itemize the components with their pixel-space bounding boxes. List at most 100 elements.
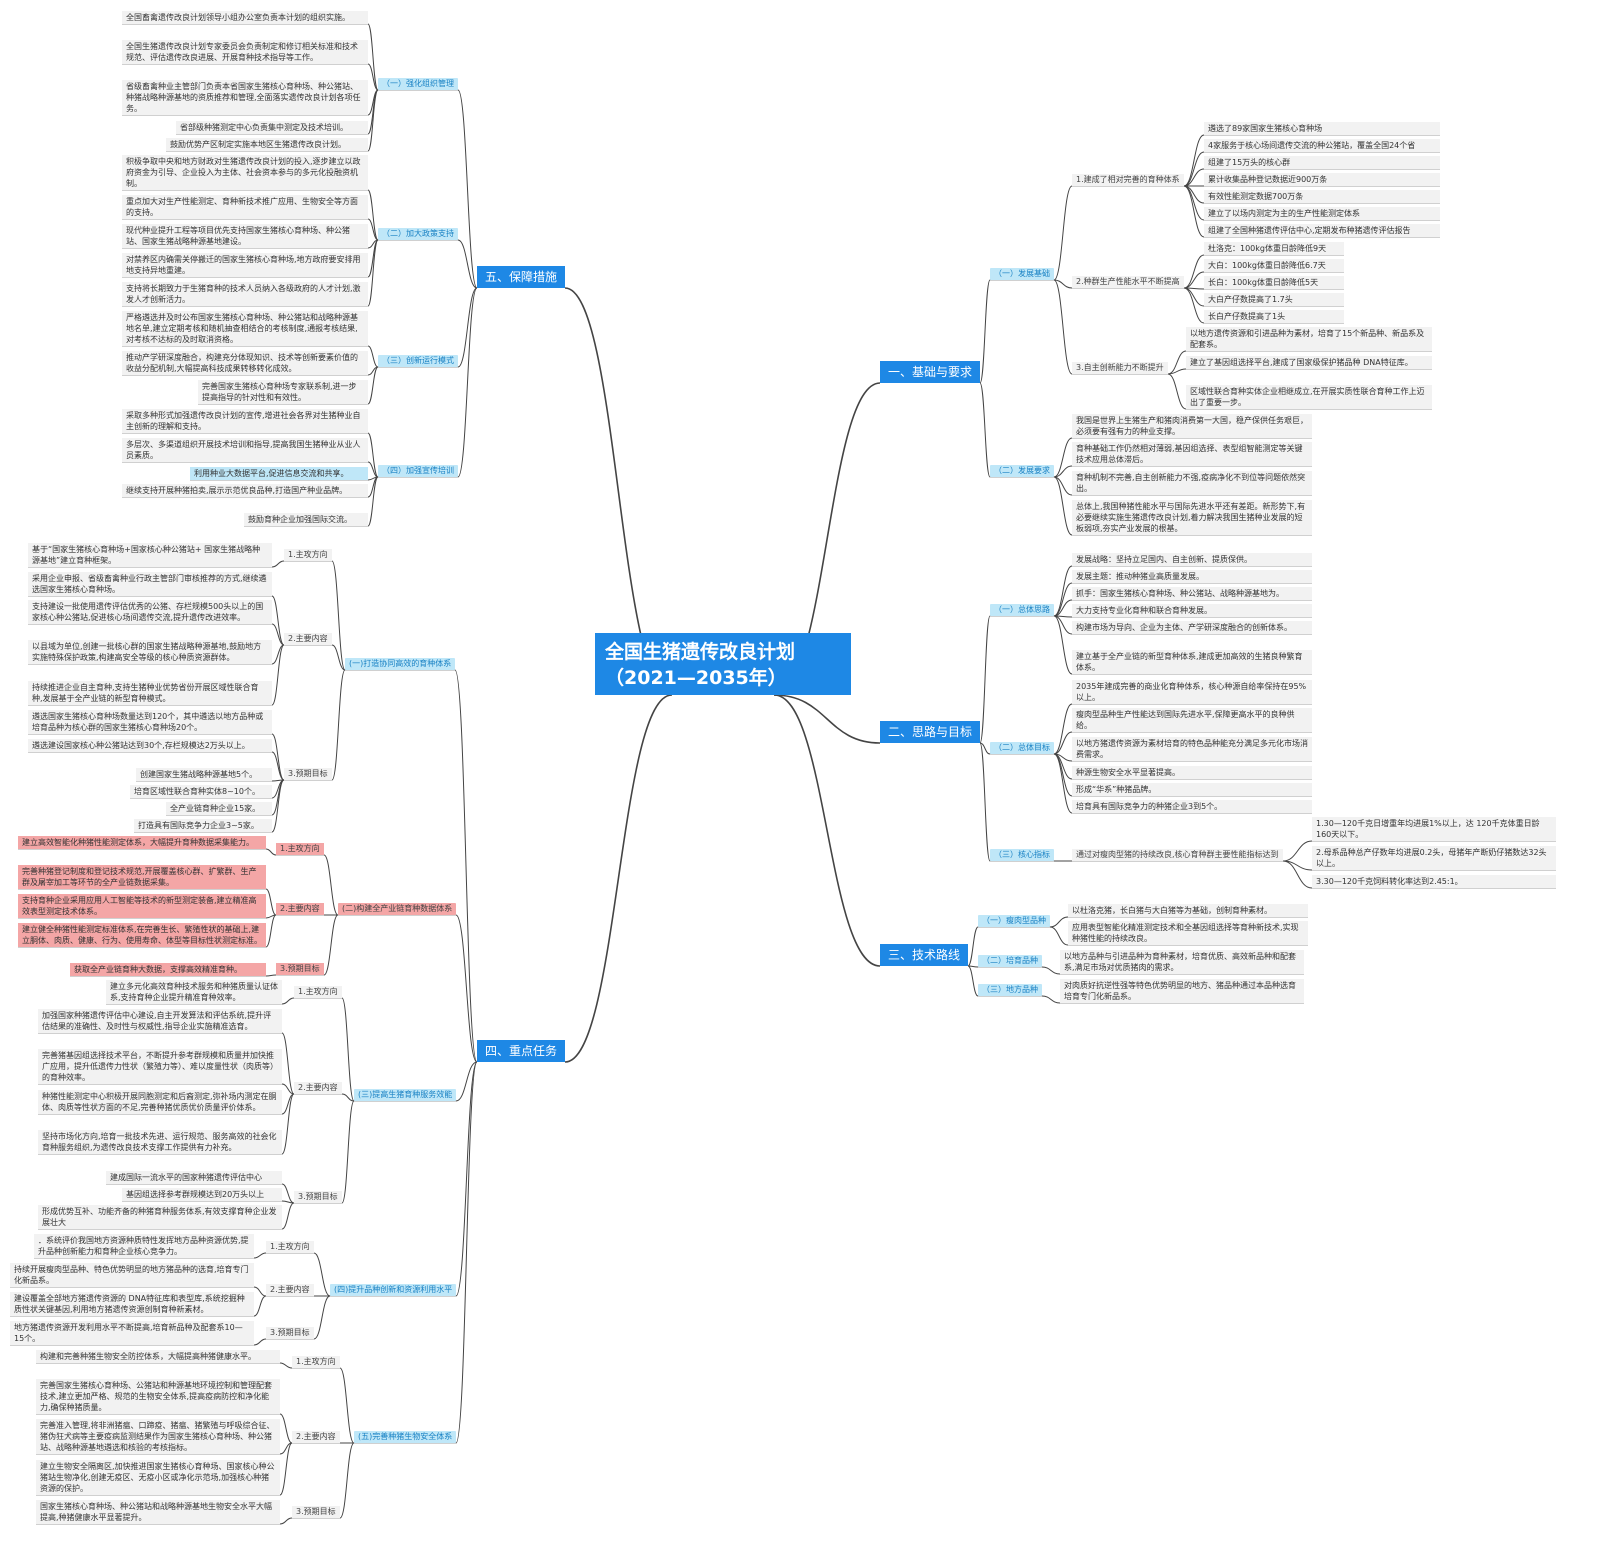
s1-c1-g1-label[interactable]: 1.建成了相对完善的育种体系	[1072, 174, 1184, 186]
connector-line	[367, 23, 379, 91]
connector-line	[454, 669, 478, 1063]
s4-c3-g1-item: 建立多元化高效育种技术服务和种猪质量认证体系,支持育种企业提升精准育种效率。	[106, 980, 282, 1004]
s1-c2-label[interactable]: （二）发展要求	[990, 465, 1054, 477]
connector-line	[279, 1517, 293, 1525]
s2-c1-label[interactable]: （一）总体思路	[990, 604, 1054, 616]
s4-c5-label[interactable]: (五)完善种猪生物安全体系	[354, 1431, 457, 1443]
section-basis[interactable]: 一、基础与要求	[880, 361, 981, 383]
s4-c3-g3-label[interactable]: 3.预期目标	[294, 1191, 342, 1203]
connector-line	[979, 279, 991, 384]
s2-c3-label[interactable]: （三）核心指标	[990, 849, 1054, 861]
s1-c1-g1-item: 组建了全国种猪遗传评估中心,定期发布种猪遗传评估报告	[1204, 224, 1440, 237]
s4-c4-g3-label[interactable]: 3.预期目标	[266, 1327, 314, 1339]
s5-c3-item: 推动产学研深度融合，构建充分体现知识、技术等创新要素价值的收益分配机制,大幅提高…	[122, 351, 368, 375]
s4-c3-g2-item: 加强国家种猪遗传评估中心建设,自主开发算法和评估系统,提升评估结果的准确性、及时…	[38, 1009, 282, 1033]
connector-line	[967, 965, 979, 968]
s4-c5-g2-item: 完善准入管理,将非洲猪瘟、口蹄疫、猪瘟、猪繁殖与呼吸综合征、猪伪狂犬病等主要疫病…	[36, 1419, 280, 1454]
connector-line	[253, 1252, 267, 1259]
s4-c5-g3-label[interactable]: 3.预期目标	[292, 1506, 340, 1518]
s5-c1-label[interactable]: （一）强化组织管理	[378, 78, 458, 90]
s5-c3-label[interactable]: （三）创新运行模式	[378, 355, 458, 367]
connector-line	[271, 751, 285, 781]
connector-line	[564, 694, 672, 1063]
s4-c2-g2-item: 完善种猪登记制度和登记技术规范,开展覆盖核心群、扩繁群、生产群及屠宰加工等环节的…	[18, 865, 266, 889]
s4-c3-label[interactable]: (三)提高生猪育种服务效能	[354, 1089, 457, 1101]
connector-line	[279, 1442, 293, 1496]
connector-line	[774, 694, 881, 744]
center-topic[interactable]: 全国生猪遗传改良计划 （2021—2035年）	[595, 633, 851, 695]
s4-c3-g2-label[interactable]: 2.主要内容	[294, 1082, 342, 1094]
connector-line	[1167, 350, 1187, 375]
s4-c1-g3-item: 全产业链育种企业15家。	[166, 802, 272, 815]
s4-c4-g2-label[interactable]: 2.主要内容	[266, 1284, 314, 1296]
connector-line	[457, 89, 478, 289]
connector-line	[281, 1202, 295, 1230]
connector-line	[1053, 615, 1073, 675]
s4-c5-g1-label[interactable]: 1.主攻方向	[292, 1356, 340, 1368]
s4-c1-label[interactable]: (一)打造协同高效的育种体系	[345, 658, 456, 670]
s4-c3-g2-item: 坚持市场化方向,培育一批技术先进、运行规范、服务高效的社会化育种服务组织,为遗传…	[38, 1130, 282, 1154]
s2-c3-item: 1.30—120千克日增重年均进展1%以上，达 120千克体重日龄 160天以下…	[1312, 817, 1556, 841]
s4-c2-g2-label[interactable]: 2.主要内容	[276, 903, 324, 915]
s4-c1-g2-label[interactable]: 2.主要内容	[284, 633, 332, 645]
connector-line	[265, 888, 277, 916]
s4-c1-g3-label[interactable]: 3.预期目标	[284, 768, 332, 780]
s4-c1-g3-item: 遴选国家生猪核心育种场数量达到120个，其中遴选以地方品种或培育品种为核心群的国…	[28, 710, 272, 734]
connector-line	[1049, 916, 1069, 928]
s1-c1-g3-item: 以地方遗传资源和引进品种为素材，培育了15个新品种、新品系及配套系。	[1186, 327, 1432, 351]
s3-c2-label[interactable]: （二）培育品种	[978, 955, 1042, 967]
connector-line	[331, 669, 346, 781]
connector-line	[1167, 373, 1187, 410]
s4-c5-g2-label[interactable]: 2.主要内容	[292, 1431, 340, 1443]
s4-c4-label[interactable]: (四)提升品种创新和资源利用水平	[330, 1284, 457, 1296]
s5-c2-item: 现代种业提升工程等项目优先支持国家生猪核心育种场、种公猪站、国家生猪战略种源基地…	[122, 224, 368, 248]
section-ideas-goals[interactable]: 二、思路与目标	[880, 721, 981, 743]
s4-c3-g1-label[interactable]: 1.主攻方向	[294, 986, 342, 998]
s2-c2-item: 培育具有国际竞争力的种猪企业3到5个。	[1072, 800, 1312, 813]
connector-line	[339, 1442, 355, 1519]
s1-c1-g2-item: 长白：100kg体重日龄降低5天	[1204, 276, 1344, 289]
s5-c2-item: 重点加大对生产性能测定、育种新技术推广应用、生物安全等方面的支持。	[122, 195, 368, 219]
s2-c1-item: 发展主题：推动种猪业高质量发展。	[1072, 570, 1312, 583]
s5-c2-label[interactable]: （二）加大政策支持	[378, 228, 458, 240]
s4-c2-g1-label[interactable]: 1.主攻方向	[276, 843, 324, 855]
s1-c1-label[interactable]: （一）发展基础	[990, 268, 1054, 280]
s2-c1-item: 大力支持专业化育种和联合育种发展。	[1072, 604, 1312, 617]
s1-c1-g1-item: 4家服务于核心场间遗传交流的种公猪站，覆盖全国24个省	[1204, 139, 1440, 152]
connector-line	[967, 965, 979, 997]
connector-line	[265, 974, 277, 977]
s2-c1-item: 构建市场为导向、企业为主体、产学研深度融合的创新体系。	[1072, 621, 1312, 634]
s2-c3-item: 3.30—120千克饲料转化率达到2.45:1。	[1312, 875, 1556, 888]
s4-c1-g3-item: 打造具有国际竞争力企业3~5家。	[134, 819, 272, 832]
s1-c1-g2-label[interactable]: 2.种群生产性能水平不断提高	[1072, 276, 1184, 288]
connector-line	[455, 1061, 478, 1102]
s2-c3-sub-label[interactable]: 通过对瘦肉型猪的持续改良,核心育种群主要性能指标达到	[1072, 849, 1283, 861]
connector-line	[271, 779, 285, 833]
s1-c1-g3-label[interactable]: 3.自主创新能力不断提升	[1072, 362, 1168, 374]
connector-line	[979, 742, 991, 862]
section-tech-route[interactable]: 三、技术路线	[880, 944, 969, 966]
s4-c2-g3-label[interactable]: 3.预期目标	[276, 963, 324, 975]
s4-c4-g1-label[interactable]: 1.主攻方向	[266, 1241, 314, 1253]
center-title-line2: （2021—2035年）	[605, 667, 787, 689]
s3-c3-label[interactable]: （三）地方品种	[978, 984, 1042, 996]
s4-c4-g3-item: 地方猪遗传资源开发利用水平不断提高,培育新品种及配套系10—15个。	[10, 1321, 254, 1345]
s4-c2-label[interactable]: (二)构建全产业链育种数据体系	[338, 903, 457, 915]
s3-c1-label[interactable]: （一）瘦肉型品种	[978, 915, 1050, 927]
section-safeguards[interactable]: 五、保障措施	[477, 266, 566, 288]
s4-c3-g2-item: 种猪性能测定中心积极开展同胞测定和后裔测定,弥补场内测定在胴体、肉质等性状方面的…	[38, 1090, 282, 1114]
connector-line	[253, 1286, 267, 1297]
s1-c2-item: 育种基础工作仍然相对薄弱,基因组选择、表型组智能测定等关键技术应用总体滞后。	[1072, 442, 1312, 466]
s1-c1-g1-item: 组建了15万头的核心群	[1204, 156, 1440, 169]
connector-line	[367, 239, 379, 307]
s1-c1-g2-item: 杜洛克：100kg体重日龄降低9天	[1204, 242, 1344, 255]
connector-line	[367, 366, 379, 405]
connector-line	[457, 287, 478, 478]
s5-c3-item: 完善国家生猪核心育种场专家联系制,进一步提高指导的针对性和有效性。	[198, 380, 368, 404]
s3-c1-item: 应用表型智能化精准测定技术和全基因组选择等育种新技术,实现种猪性能的持续改良。	[1068, 921, 1308, 945]
connector-line	[323, 854, 339, 916]
s2-c2-label[interactable]: （二）总体目标	[990, 742, 1054, 754]
section-key-tasks[interactable]: 四、重点任务	[477, 1040, 566, 1062]
s4-c1-g1-label[interactable]: 1.主攻方向	[284, 549, 332, 561]
s5-c4-label[interactable]: （四）加强宣传培训	[378, 465, 458, 477]
